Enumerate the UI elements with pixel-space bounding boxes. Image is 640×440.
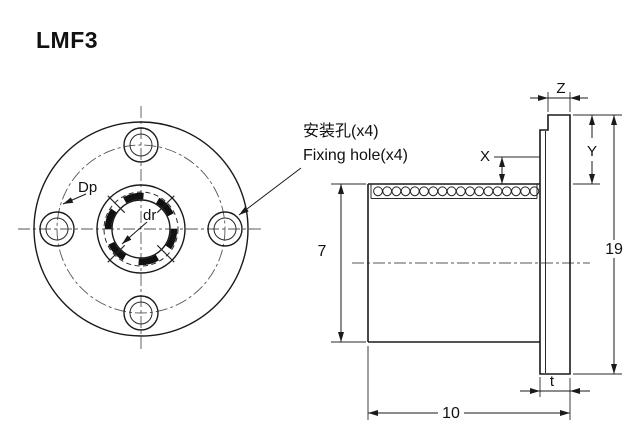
dim-y: Y bbox=[573, 115, 600, 185]
dim-z: Z bbox=[530, 80, 588, 112]
bolt-circle-label: Dp bbox=[78, 179, 97, 196]
callout-leader-arrow bbox=[238, 167, 302, 216]
ball-row bbox=[370, 184, 540, 199]
fixing-hole-callout: 安装孔(x4) Fixing hole(x4) bbox=[238, 122, 408, 216]
bolt-pitch-circle bbox=[56, 144, 226, 314]
dim-z-label: Z bbox=[556, 80, 565, 97]
mounting-hole-right bbox=[207, 211, 243, 247]
callout-line-en: Fixing hole(x4) bbox=[303, 147, 408, 164]
bore-outer-circle bbox=[96, 184, 186, 274]
body-outline bbox=[367, 183, 540, 343]
dim-19-label: 19 bbox=[605, 241, 623, 258]
dim-x: X bbox=[480, 148, 540, 184]
front-view: Dp dr bbox=[18, 106, 264, 352]
ball-track-ring bbox=[104, 192, 178, 266]
side-view: X Z Y 19 bbox=[318, 80, 623, 422]
dim-7-label: 7 bbox=[318, 243, 327, 260]
bore-inner-circle bbox=[111, 199, 171, 259]
dim-10-label: 10 bbox=[442, 405, 460, 422]
dim-outer-diameter: 7 bbox=[318, 183, 366, 343]
dim-t-label: t bbox=[550, 373, 555, 390]
dim-flange-diameter: 19 bbox=[573, 114, 623, 375]
dp-leader-arrow bbox=[62, 193, 87, 205]
page-title: LMF3 bbox=[36, 27, 98, 53]
dim-length: 10 bbox=[367, 346, 571, 422]
flange-outline bbox=[539, 114, 571, 375]
callout-line-cn: 安装孔(x4) bbox=[303, 122, 379, 140]
mounting-hole-left bbox=[39, 211, 75, 247]
mounting-hole-bottom bbox=[123, 295, 159, 331]
dim-x-label: X bbox=[480, 148, 490, 165]
dr-leader-arrow bbox=[121, 221, 148, 245]
dim-flange-thickness: t bbox=[520, 373, 590, 397]
flange-outer-circle bbox=[33, 121, 249, 337]
dim-y-label: Y bbox=[587, 143, 597, 160]
bore-label: dr bbox=[143, 207, 156, 224]
bore-dashed-circle bbox=[103, 191, 179, 267]
mounting-hole-top bbox=[123, 127, 159, 163]
bore-diagonal-ticks bbox=[107, 195, 175, 263]
